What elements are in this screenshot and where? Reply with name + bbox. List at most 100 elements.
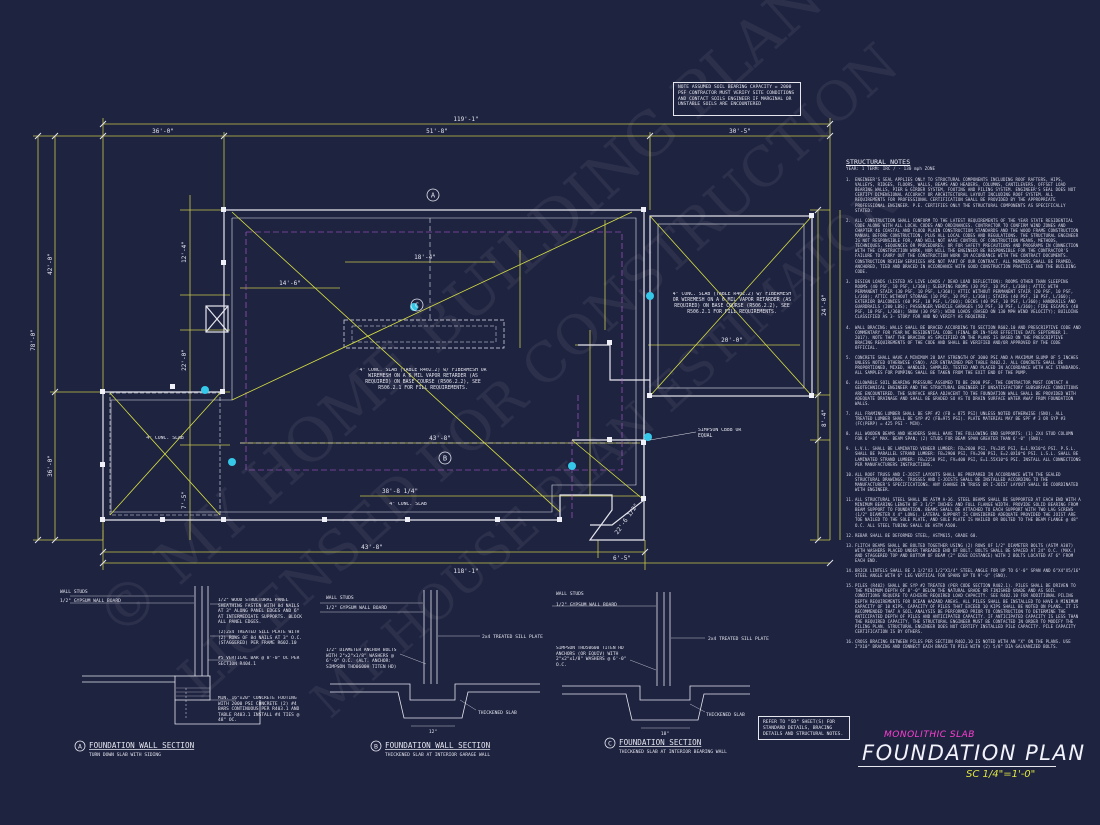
detail-a-letter: A <box>78 743 82 751</box>
detail-a-label-1: WALL STUDS <box>60 589 88 595</box>
dim-right: 24'-0" <box>821 294 828 316</box>
detail-b-title: FOUNDATION WALL SECTION <box>385 741 491 750</box>
structural-note-item: 3.DESIGN LOADS (LISTED AS LIVE LOADS / D… <box>846 279 1082 320</box>
structural-note-item: 11.ALL STRUCTURAL STEEL SHALL BE ASTM A-… <box>846 497 1082 528</box>
detail-b-labels: WALL STUDS 1/2" GYPSUM WALL BOARD 2x4 TR… <box>326 595 543 758</box>
structural-notes-panel: STRUCTURAL NOTES YEAR: 1 TERM: IRC / - 1… <box>846 158 1082 728</box>
dim-left-upper: 42'-0" <box>47 253 54 275</box>
structural-notes-sub: YEAR: 1 TERM: IRC / - 130 mph ZONE <box>846 166 936 171</box>
sheet-title: FOUNDATION PLAN <box>862 741 1086 765</box>
structural-notes-list: 1.ENGINEER'S SEAL APPLIES ONLY TO STRUCT… <box>846 177 1082 649</box>
section-marker-b[interactable]: B <box>438 451 452 465</box>
structural-note-number: 4. <box>846 324 852 330</box>
detail-b-subtitle: THICKENED SLAB AT INTERIOR GARAGE WALL <box>385 752 490 758</box>
dim-side-a: 12'-4" <box>181 241 188 263</box>
detail-c-label-5: THICKENED SLAB <box>706 712 745 718</box>
pier-blocks <box>100 207 814 522</box>
detail-c-label-1: WALL STUDS <box>556 591 584 597</box>
slab-note-porch-left: 4" CONC. SLAB <box>146 436 184 441</box>
structural-note-number: 3. <box>846 278 852 284</box>
structural-note-text: CROSS BRACING BETWEEN PILES PER SECTION … <box>855 639 1071 650</box>
structural-note-text: ALLOWABLE SOIL BEARING PRESSURE ASSUMED … <box>855 380 1079 406</box>
dim-overall-top: 119'-1" <box>453 116 478 123</box>
section-marker-a[interactable]: A <box>426 188 440 202</box>
structural-note-number: 16. <box>846 639 854 645</box>
detail-a-labels: WALL STUDS 1/2" GYPSUM WALL BOARD 1/2" W… <box>60 589 302 758</box>
detail-a-label-5: #5 VERTICAL BAR @ 8'-0" OC PER SECTION R… <box>218 656 300 667</box>
structural-note-text: WALL BRACING: WALLS SHALL BE BRACED ACCO… <box>855 324 1081 350</box>
detail-b-label-2: 1/2" GYPSUM WALL BOARD <box>326 605 387 611</box>
structural-note-item: 2.ALL CONSTRUCTION SHALL CONFORM TO THE … <box>846 218 1082 274</box>
slab-notes: 4" CONC. SLAB (TABLE R402.2) w/ FIBERMES… <box>146 292 792 507</box>
structural-note-text: ALL WOODEN BEAMS AND HEADERS SHALL HAVE … <box>855 431 1074 442</box>
detail-c-label-6: 18" <box>661 731 669 737</box>
structural-note-text: L.V.L. SHALL BE LAMINATED VENEER LUMBER:… <box>855 446 1081 467</box>
section-marker-b-label: B <box>443 455 447 463</box>
detail-b-label-4: 1/2" DIAMETER ANCHOR BOLTS WITH 2"x2"x1/… <box>326 648 397 670</box>
slab-note-porch-bottom: 4" CONC. SLAB <box>389 502 427 507</box>
detail-b-label-6: 12" <box>429 729 437 735</box>
structural-note-number: 5. <box>846 355 852 360</box>
structural-note-text: CONCRETE SHALL HAVE A MINIMUM 28 DAY STR… <box>855 355 1081 376</box>
detail-b-letter: B <box>374 743 378 751</box>
structural-note-number: 7. <box>846 410 852 416</box>
holddown-markers <box>201 292 654 470</box>
title-subtitle: MONOLITHIC SLAB <box>884 730 975 740</box>
structural-note-text: PILES (R402) SHALL BE SYP #2 TREATED (PE… <box>855 583 1079 635</box>
dim-side-b: 22'-0" <box>181 349 188 371</box>
structural-note-item: 7.ALL FRAMING LUMBER SHALL BE SPF #2 (Fb… <box>846 411 1082 426</box>
structural-note-text: ENGINEER'S SEAL APPLIES ONLY TO STRUCTUR… <box>855 177 1076 213</box>
dim-left-lower: 36'-0" <box>47 455 54 477</box>
detail-c-label-4: 2x4 TREATED SILL PLATE <box>708 636 769 642</box>
slab-note-main: 4" CONC. SLAB (TABLE R402.2) w/ FIBERMES… <box>359 368 487 391</box>
detail-b-label-3: 2x4 TREATED SILL PLATE <box>482 634 543 640</box>
dim-bottom-overall: 118'-1" <box>453 568 478 575</box>
detail-b <box>320 590 540 727</box>
section-marker-c-label: C <box>415 302 419 310</box>
structural-note-item: 5.CONCRETE SHALL HAVE A MINIMUM 28 DAY S… <box>846 355 1082 375</box>
dimension-ticks <box>34 120 834 567</box>
structural-note-item: 4.WALL BRACING: WALLS SHALL BE BRACED AC… <box>846 325 1082 350</box>
dim-top-right: 30'-5" <box>729 128 751 135</box>
dim-lower: 38'-8 1/4" <box>382 488 418 495</box>
structural-note-text: REBAR SHALL BE DEFORMED STEEL, ASTM615, … <box>855 532 978 538</box>
dim-top-left: 36'-0" <box>152 128 174 135</box>
structural-note-item: 14.BRICK LINTELS SHALL BE 3 1/2"x3 1/2"x… <box>846 568 1082 578</box>
detail-a-title: FOUNDATION WALL SECTION <box>89 741 195 750</box>
dim-bottom-a: 43'-8" <box>361 544 383 551</box>
structural-note-item: 16.CROSS BRACING BETWEEN PILES PER SECTI… <box>846 639 1082 649</box>
slab-note-garage: 4" CONC. SLAB (TABLE R402.2) w/ FIBERMES… <box>672 292 792 315</box>
dim-bottom-b: 6'-5" <box>613 555 631 562</box>
detail-a-subtitle: TURN DOWN SLAB WITH SIDING <box>89 752 161 758</box>
dim-interior: 43'-8" <box>429 435 451 442</box>
dim-small: 8'-4" <box>821 409 828 427</box>
dim-side-c: 7'-5" <box>181 491 188 509</box>
title-underline <box>858 766 1056 767</box>
detail-c-label-2: 1/2" GYPSUM WALL BOARD <box>556 602 617 608</box>
structural-note-item: 8.ALL WOODEN BEAMS AND HEADERS SHALL HAV… <box>846 431 1082 441</box>
detail-a-label-4: (2)2x4 TREATED SILL PLATE WITH (2) ROWS … <box>218 630 302 646</box>
detail-a-label-2: 1/2" GYPSUM WALL BOARD <box>60 598 121 604</box>
detail-c-subtitle: THICKENED SLAB AT INTERIOR BEARING WALL <box>619 749 727 755</box>
structural-note-number: 15. <box>846 583 854 589</box>
structural-note-item: 6.ALLOWABLE SOIL BEARING PRESSURE ASSUME… <box>846 380 1082 405</box>
structural-note-text: ALL CONSTRUCTION SHALL CONFORM TO THE LA… <box>855 217 1079 274</box>
hidden-lines <box>245 231 623 520</box>
structural-note-item: 1.ENGINEER'S SEAL APPLIES ONLY TO STRUCT… <box>846 177 1082 213</box>
dim-garage: 20'-0" <box>721 337 743 344</box>
detail-c-labels: WALL STUDS 1/2" GYPSUM WALL BOARD SIMPSO… <box>556 591 769 755</box>
dim-top-mid: 51'-8" <box>426 128 448 135</box>
section-marker-c[interactable]: C <box>410 298 424 312</box>
structural-note-text: BRICK LINTELS SHALL BE 3 1/2"x3 1/2"x1/4… <box>855 568 1081 579</box>
detail-b-label-5: THICKENED SLAB <box>478 710 517 716</box>
structural-note-number: 2. <box>846 217 852 223</box>
slab-x-hatch <box>109 211 813 516</box>
structural-note-number: 10. <box>846 471 854 477</box>
structural-note-number: 11. <box>846 497 854 503</box>
structural-note-number: 13. <box>846 542 854 548</box>
sheet-scale: SC 1/4"=1'-0" <box>966 769 1036 780</box>
structural-notes-heading: STRUCTURAL NOTES <box>846 158 911 166</box>
structural-note-number: 8. <box>846 431 852 437</box>
detail-c-label-3: SIMPSON THD50600 TITEN HD ANCHORS (OR EQ… <box>556 646 627 668</box>
